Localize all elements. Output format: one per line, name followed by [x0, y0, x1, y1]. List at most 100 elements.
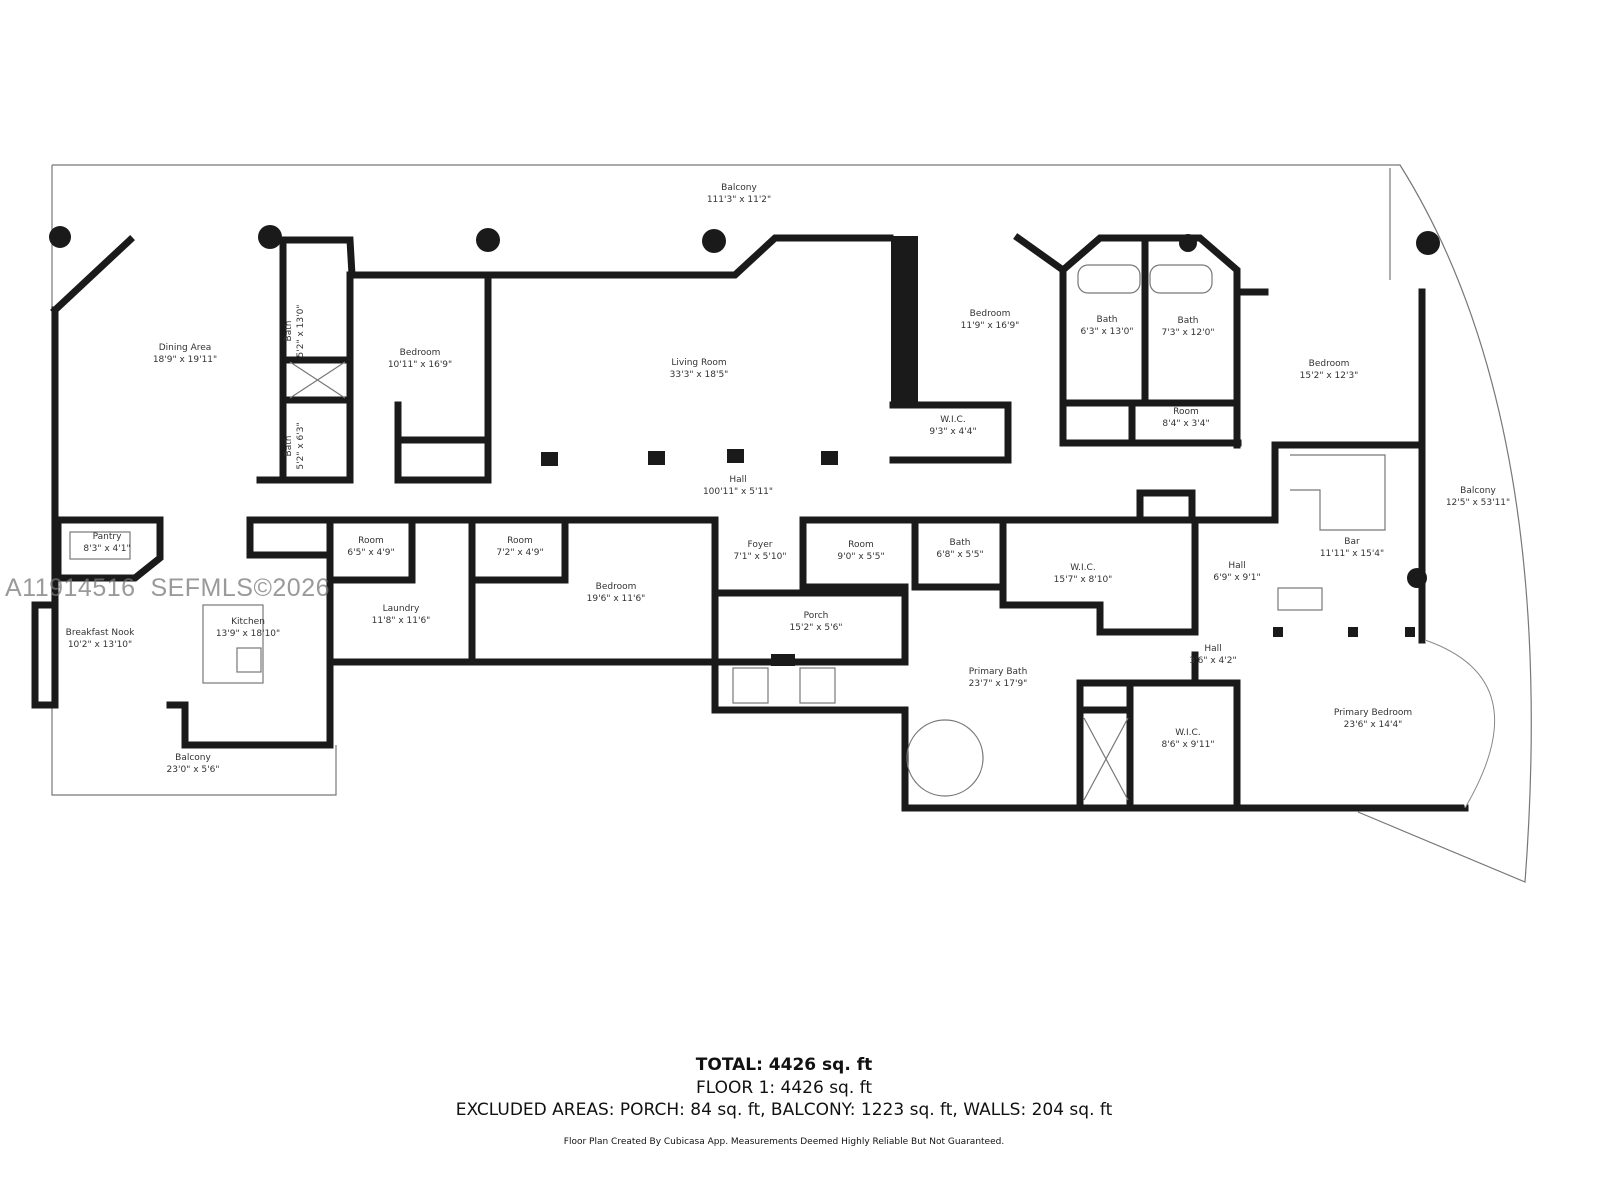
room-dimensions: 12'5" x 53'11" — [1446, 498, 1510, 508]
room-label: Porch 15'2" x 5'6" — [790, 611, 843, 633]
room-dimensions: 10'11" x 16'9" — [388, 360, 452, 370]
room-label: Bath 6'8" x 5'5" — [936, 538, 983, 560]
room-label: Bar 11'11" x 15'4" — [1320, 537, 1384, 559]
curved-window-wall — [1424, 639, 1496, 809]
fixtures — [69, 264, 1386, 801]
room-dimensions: 9'3" x 4'4" — [929, 427, 976, 437]
room-label: Room 9'0" x 5'5" — [837, 540, 884, 562]
room-name: Kitchen — [231, 617, 265, 627]
room-dimensions: 8'4" x 3'4" — [1162, 419, 1209, 429]
room-name: Bath — [284, 321, 294, 342]
room-name: Primary Bath — [969, 667, 1028, 677]
room-name: Porch — [804, 611, 829, 621]
room-name: W.I.C. — [1070, 563, 1095, 573]
room-dimensions: 18'9" x 19'11" — [153, 355, 217, 365]
room-name: Foyer — [748, 540, 773, 550]
room-name: Breakfast Nook — [66, 628, 135, 638]
room-dimensions: 6'9" x 9'1" — [1213, 573, 1260, 583]
room-label: Bedroom 10'11" x 16'9" — [388, 348, 452, 370]
room-dimensions: 11'8" x 11'6" — [372, 616, 431, 626]
room-name: Bath — [1178, 316, 1199, 326]
room-name: Bath — [284, 436, 294, 457]
room-name: Pantry — [93, 532, 122, 542]
room-name: Living Room — [671, 358, 726, 368]
room-dimensions: 6'3" x 13'0" — [1081, 327, 1134, 337]
room-dimensions: 23'0" x 5'6" — [167, 765, 220, 775]
credit-note: Floor Plan Created By Cubicasa App. Meas… — [563, 1137, 1005, 1147]
room-dimensions: 7'1" x 5'10" — [734, 552, 787, 562]
room-name: Room — [507, 536, 533, 546]
room-name: Hall — [1204, 644, 1221, 654]
bathtub-icon — [1149, 264, 1213, 294]
room-dimensions: 15'2" x 12'3" — [1300, 371, 1359, 381]
room-dimensions: 8'3" x 4'1" — [83, 544, 130, 554]
room-dimensions: 10'2" x 13'10" — [68, 640, 132, 650]
room-label: Hall 100'11" x 5'11" — [703, 475, 773, 497]
room-dimensions: 19'6" x 11'6" — [587, 594, 646, 604]
room-dimensions: 7'2" x 4'9" — [496, 548, 543, 558]
room-label: Room 7'2" x 4'9" — [496, 536, 543, 558]
excluded-areas: EXCLUDED AREAS: PORCH: 84 sq. ft, BALCON… — [455, 1100, 1113, 1120]
total-area: TOTAL: 4426 sq. ft — [695, 1055, 873, 1075]
room-dimensions: 23'6" x 14'4" — [1344, 720, 1403, 730]
room-name: Bedroom — [1309, 359, 1350, 369]
cooktop-icon — [236, 647, 262, 673]
room-name: Bedroom — [596, 582, 637, 592]
room-name: Bath — [950, 538, 971, 548]
room-label: Hall 3'6" x 4'2" — [1189, 644, 1236, 666]
room-label: Living Room 33'3" x 18'5" — [670, 358, 729, 380]
room-dimensions: 3'6" x 4'2" — [1189, 656, 1236, 666]
room-label: Primary Bedroom 23'6" x 14'4" — [1334, 708, 1412, 730]
room-dimensions: 7'3" x 12'0" — [1162, 328, 1215, 338]
room-label: Laundry 11'8" x 11'6" — [372, 604, 431, 626]
room-label: W.I.C.8'6" x 9'11" — [1162, 728, 1215, 750]
room-label: Dining Area 18'9" x 19'11" — [153, 343, 217, 365]
room-dimensions: 6'8" x 5'5" — [936, 550, 983, 560]
room-dimensions: 23'7" x 17'9" — [969, 679, 1028, 689]
room-label: Room 6'5" x 4'9" — [347, 536, 394, 558]
room-name: Balcony — [1460, 486, 1496, 496]
room-name: Room — [358, 536, 384, 546]
room-name: Room — [1173, 407, 1199, 417]
room-name: Primary Bedroom — [1334, 708, 1412, 718]
shower-icon — [1083, 717, 1129, 801]
room-dimensions: 111'3" x 11'2" — [707, 195, 771, 205]
room-name: Hall — [1228, 561, 1245, 571]
room-name: Laundry — [383, 604, 420, 614]
room-dimensions: 11'11" x 15'4" — [1320, 549, 1384, 559]
room-labels: Balcony 111'3" x 11'2" Dining Area 18'9" x … — [66, 183, 1511, 775]
room-dimensions: 15'2" x 5'6" — [790, 623, 843, 633]
columns — [49, 225, 1440, 666]
room-dimensions: 11'9" x 16'9" — [961, 321, 1020, 331]
room-name: Bedroom — [400, 348, 441, 358]
bathtub-icon — [906, 719, 984, 797]
room-label: Breakfast Nook 10'2" x 13'10" — [66, 628, 135, 650]
room-dimensions: 9'0" x 5'5" — [837, 552, 884, 562]
room-label: Bedroom 15'2" x 12'3" — [1300, 359, 1359, 381]
room-dimensions: 15'7" x 8'10" — [1054, 575, 1113, 585]
room-name: Bar — [1344, 537, 1360, 547]
room-dimensions: 13'9" x 18'10" — [216, 629, 280, 639]
room-label: Foyer 7'1" x 5'10" — [734, 540, 787, 562]
bathtub-icon — [1077, 264, 1141, 294]
room-name: Room — [848, 540, 874, 550]
room-label: W.I.C. 15'7" x 8'10" — [1054, 563, 1113, 585]
room-label: Bath 7'3" x 12'0" — [1162, 316, 1215, 338]
room-label: W.I.C.9'3" x 4'4" — [929, 415, 976, 437]
walls — [31, 233, 1469, 812]
room-dimensions: 100'11" x 5'11" — [703, 487, 773, 497]
room-name: W.I.C. — [1175, 728, 1200, 738]
room-dimensions: 6'5" x 4'9" — [347, 548, 394, 558]
room-label: Primary Bath 23'7" x 17'9" — [969, 667, 1028, 689]
room-name: Hall — [729, 475, 746, 485]
room-label: Bedroom 19'6" x 11'6" — [587, 582, 646, 604]
room-name: Dining Area — [159, 343, 212, 353]
floor-1-area: FLOOR 1: 4426 sq. ft — [695, 1078, 873, 1098]
room-label: Balcony 12'5" x 53'11" — [1446, 486, 1510, 508]
room-dimensions: 33'3" x 18'5" — [670, 370, 729, 380]
